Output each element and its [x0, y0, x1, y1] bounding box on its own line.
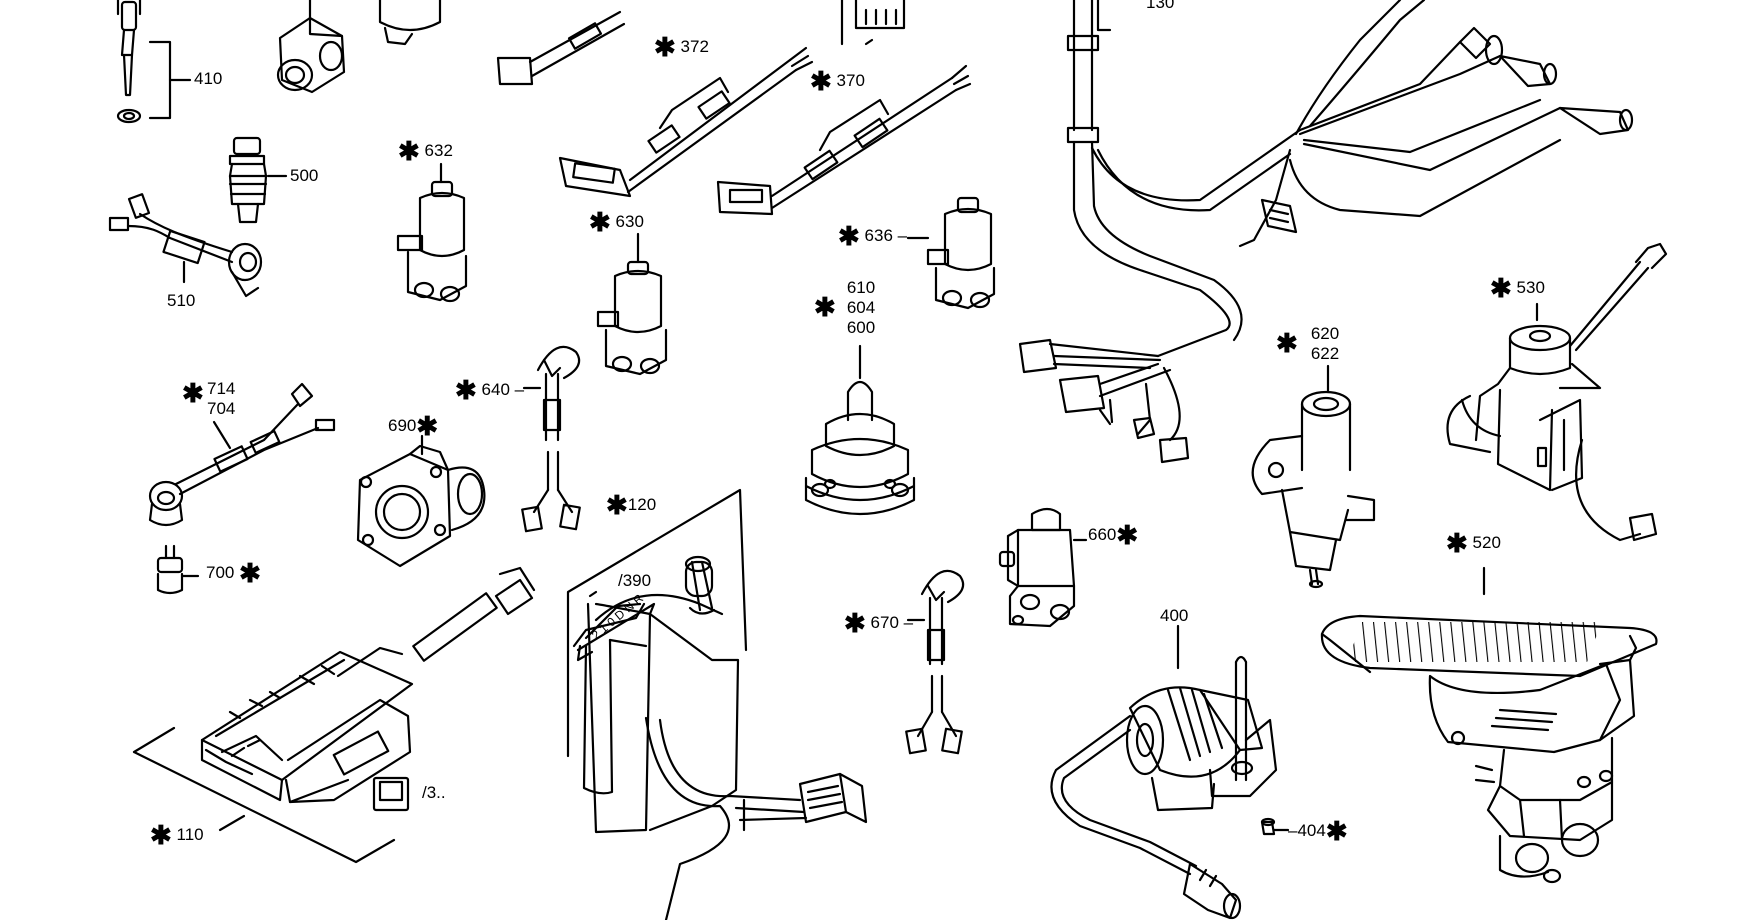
part-640 [522, 347, 580, 531]
part-372 [560, 48, 812, 196]
part-connector-372-top [498, 12, 624, 84]
part-404 [1262, 819, 1288, 834]
label-370: ✱ 370 [810, 66, 865, 96]
part-636 [908, 198, 994, 308]
label-530: ✱ 530 [1490, 273, 1545, 303]
asterisk-icon: ✱ [838, 221, 860, 251]
part-110 [134, 568, 534, 862]
asterisk-icon: ✱ [1276, 328, 1298, 358]
asterisk-icon: ✱ [182, 378, 204, 408]
asterisk-icon: ✱ [1116, 520, 1139, 550]
label-404: –404✱ [1288, 816, 1348, 846]
label-640: ✱ 640 – [455, 375, 525, 405]
label-410: 410 [194, 69, 223, 88]
label-714: 714 [207, 379, 236, 398]
label-704-asterisk: ✱ [182, 380, 204, 406]
asterisk-icon: ✱ [455, 375, 477, 405]
part-400 [1051, 626, 1276, 918]
label-510: 510 [167, 291, 196, 310]
label-372: ✱ 372 [654, 32, 709, 62]
part-700 [158, 546, 198, 593]
part-410 [118, 0, 190, 122]
asterisk-icon: ✱ [589, 207, 611, 237]
label-636: ✱ 636 – [838, 221, 908, 251]
part-130-harness [1020, 0, 1632, 462]
label-120: ✱120 [606, 490, 657, 520]
part-690 [358, 436, 484, 566]
label-600-stack: 610 604 600 [836, 278, 886, 338]
label-3x: /3.. [422, 783, 446, 802]
asterisk-icon: ✱ [416, 411, 439, 441]
label-704: 704 [207, 399, 236, 418]
label-620-asterisk: ✱ [1276, 330, 1298, 356]
part-370 [718, 66, 970, 214]
label-660: 660✱ [1088, 520, 1139, 550]
part-660 [1000, 509, 1086, 626]
part-520 [1322, 568, 1657, 882]
asterisk-icon: ✱ [654, 32, 676, 62]
part-500 [230, 138, 286, 222]
part-620 [1253, 366, 1374, 587]
label-630: ✱ 630 [589, 207, 644, 237]
label-500: 500 [290, 166, 319, 185]
part-120 [568, 490, 866, 920]
label-110: ✱ 110 [150, 820, 204, 850]
part-704 [150, 384, 334, 525]
label-670: ✱ 670 – [844, 608, 914, 638]
label-622: 622 [1310, 344, 1340, 363]
asterisk-icon: ✱ [239, 558, 261, 588]
part-630 [598, 234, 666, 374]
label-700: 700 ✱ [206, 558, 261, 588]
part-600 [806, 346, 914, 514]
asterisk-icon: ✱ [1490, 273, 1512, 303]
asterisk-icon: ✱ [606, 490, 628, 520]
asterisk-icon: ✱ [810, 66, 832, 96]
label-390: /390 [618, 571, 652, 590]
asterisk-icon: ✱ [398, 136, 420, 166]
part-510 [110, 194, 261, 296]
label-520: ✱ 520 [1446, 528, 1501, 558]
part-670 [906, 571, 963, 753]
part-tee-fitting [278, 0, 344, 92]
label-620-stack: 620 622 [1300, 324, 1350, 364]
label-604: 604 [846, 298, 876, 317]
label-600: 600 [846, 318, 876, 337]
part-connector-top-middle [842, 0, 904, 44]
asterisk-icon: ✱ [1325, 816, 1348, 846]
asterisk-icon: ✱ [1446, 528, 1468, 558]
asterisk-icon: ✱ [150, 820, 172, 850]
label-690: 690✱ [388, 411, 439, 441]
label-130: 130 [1146, 0, 1175, 12]
label-400: 400 [1160, 606, 1189, 625]
label-620: 620 [1310, 324, 1340, 343]
asterisk-icon: ✱ [844, 608, 866, 638]
part-530 [1448, 244, 1667, 540]
label-632: ✱ 632 [398, 136, 453, 166]
label-610: 610 [846, 278, 876, 297]
asterisk-icon: ✱ [814, 292, 836, 322]
label-600-asterisk: ✱ [814, 294, 836, 320]
part-solenoid-top [380, 0, 440, 44]
part-632 [398, 164, 466, 301]
